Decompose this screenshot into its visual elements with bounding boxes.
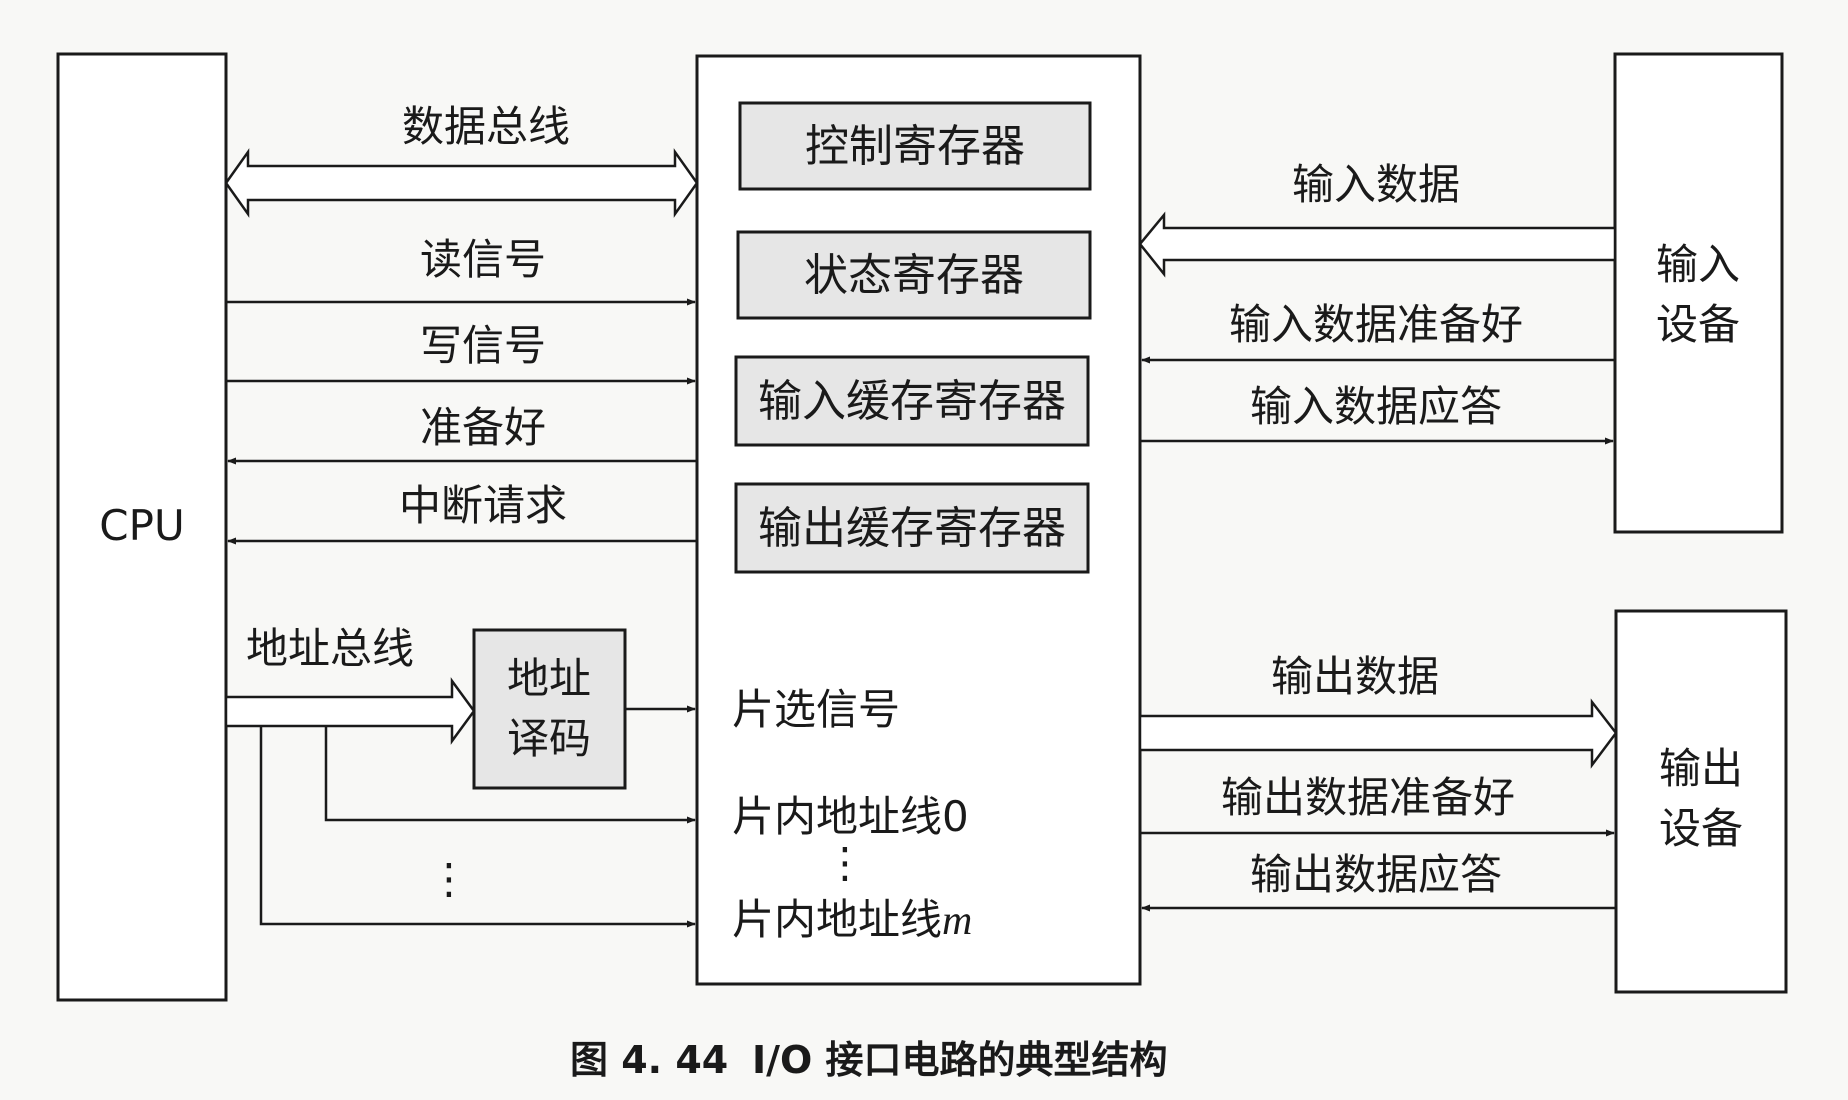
address-line-0-label: 片内地址线0 [732, 792, 969, 841]
input-data-bus-arrow [1138, 211, 1617, 278]
interface-vdots: ⋮ [824, 838, 866, 887]
interrupt-request-label: 中断请求 [399, 481, 567, 530]
write-signal-label: 写信号 [420, 321, 546, 370]
address-line-m-label: 片内地址线m [732, 895, 972, 944]
data-bus-label: 数据总线 [402, 102, 570, 151]
output-ready-label: 输出数据准备好 [1221, 773, 1515, 822]
decoder-label-line2: 译码 [507, 714, 591, 763]
address-line-m-var: m [942, 898, 972, 944]
status-register-box [736, 230, 1092, 320]
input-device-label-line1: 输入 [1656, 240, 1740, 289]
output-device-box [1614, 609, 1788, 994]
input-ready-label: 输入数据准备好 [1229, 300, 1523, 349]
chip-select-label: 片选信号 [732, 685, 900, 734]
control-register-box [738, 101, 1092, 191]
input-buffer-register-label: 输入缓存寄存器 [758, 376, 1066, 427]
address-bus-label: 地址总线 [246, 624, 414, 673]
address-line-0-arrow [324, 726, 696, 824]
figure-caption: I/O 接口电路的典型结构 [752, 1038, 1168, 1082]
output-ack-label: 输出数据应答 [1250, 850, 1502, 899]
output-device-label-line1: 输出 [1659, 744, 1743, 793]
cpu-side-vdots: ⋮ [428, 854, 470, 903]
output-device-label-line2: 设备 [1659, 804, 1743, 853]
address-decoder-box [472, 628, 627, 790]
output-data-bus-arrow [1138, 698, 1618, 769]
input-device-box [1613, 52, 1784, 534]
output-buffer-register-label: 输出缓存寄存器 [758, 503, 1066, 554]
cpu-box [56, 52, 228, 1002]
figure-number: 图 4. 44 [570, 1038, 728, 1082]
decoder-label-line1: 地址 [507, 654, 591, 703]
output-buffer-register-box [734, 482, 1090, 574]
control-register-label: 控制寄存器 [805, 121, 1025, 172]
input-buffer-register-box [734, 355, 1090, 447]
input-ack-label: 输入数据应答 [1250, 382, 1502, 431]
output-data-label: 输出数据 [1271, 652, 1439, 701]
address-bus-arrow [224, 677, 476, 745]
input-data-label: 输入数据 [1292, 160, 1460, 209]
read-signal-label: 读信号 [420, 235, 546, 284]
cpu-label: CPU [99, 501, 184, 550]
data-bus-arrow [224, 148, 699, 218]
input-device-label-line2: 设备 [1656, 300, 1740, 349]
status-register-label: 状态寄存器 [804, 250, 1024, 301]
address-line-m-prefix: 片内地址线 [732, 895, 942, 944]
ready-label: 准备好 [420, 403, 546, 452]
address-line-m-arrow [259, 726, 696, 928]
